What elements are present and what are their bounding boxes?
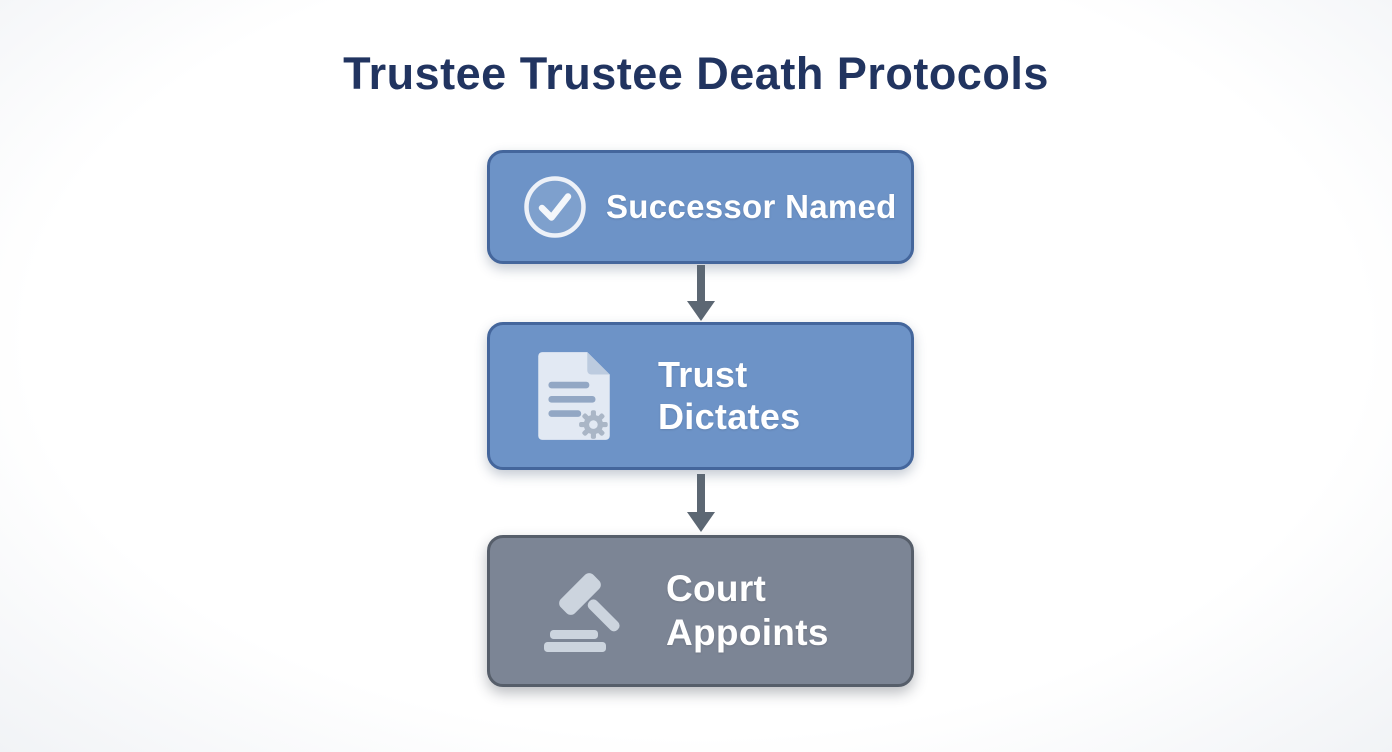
check-circle-icon — [522, 174, 588, 240]
node-label: Trust Dictates — [658, 354, 800, 439]
node-label: Court Appoints — [666, 567, 829, 654]
node-label-line: Court — [666, 568, 767, 610]
node-label-line: Appoints — [666, 612, 829, 653]
document-gear-icon — [534, 348, 614, 444]
page-title: Trustee Trustee Death Protocols — [343, 48, 1049, 99]
arrow-down-icon — [683, 264, 719, 322]
flowchart: Successor Named — [487, 150, 914, 687]
node-court-appoints: Court Appoints — [487, 535, 914, 687]
node-label: Successor Named — [606, 188, 897, 227]
gavel-icon — [540, 566, 632, 656]
node-label-line: Dictates — [658, 396, 801, 437]
arrow-down-icon — [683, 470, 719, 535]
node-successor-named: Successor Named — [487, 150, 914, 264]
node-label-line: Successor Named — [606, 187, 897, 225]
node-trust-dictates: Trust Dictates — [487, 322, 914, 470]
node-label-line: Trust — [658, 353, 748, 395]
